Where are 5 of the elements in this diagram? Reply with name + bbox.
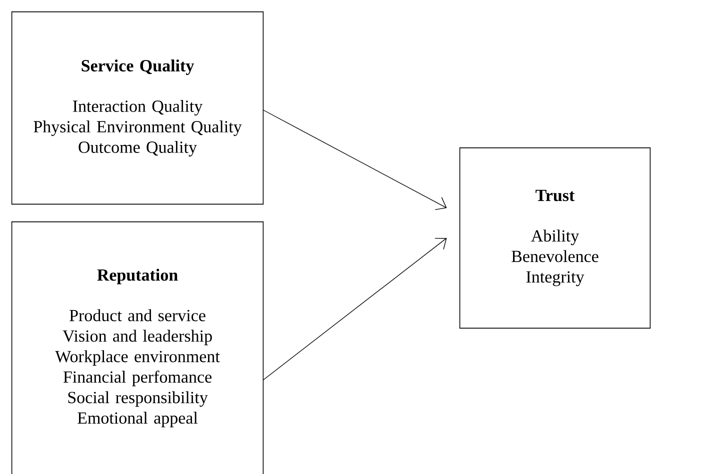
concept-box: Trust Ability Benevolence Integrity: [459, 147, 651, 329]
concept-box: Service Quality Interaction Quality Physical Environment Quality Outcome Quality: [11, 11, 264, 205]
concept-box: Reputation Product and service Vision and leadership Workplace environment Financial perfomance Social responsibility Emotional appeal: [11, 221, 264, 474]
arrow: [262, 238, 447, 380]
arrow: [262, 110, 447, 210]
